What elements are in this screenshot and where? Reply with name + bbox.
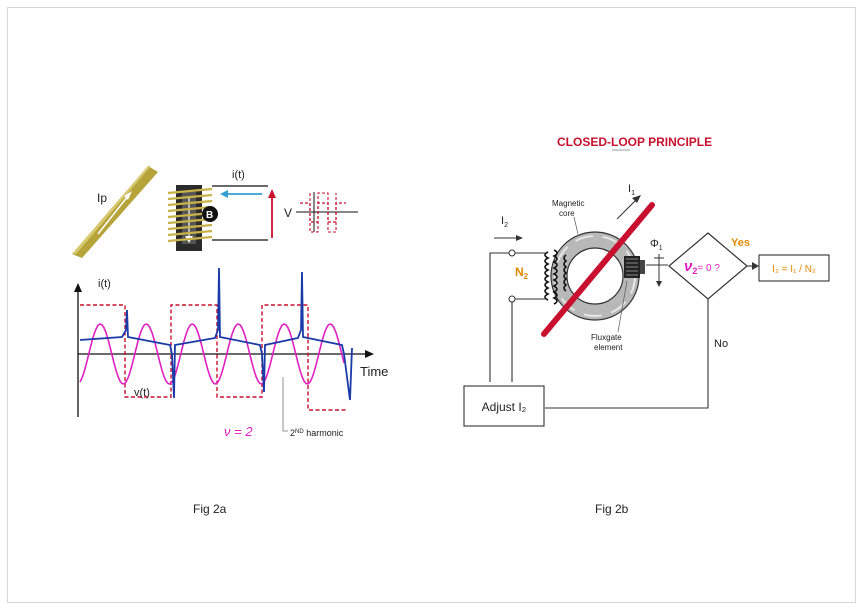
result-label: I₂ = I₁ / N₂ bbox=[772, 264, 816, 275]
voltage-arrow-head bbox=[268, 189, 276, 198]
fig2a-caption: Fig 2a bbox=[193, 502, 227, 516]
closed-loop-title: CLOSED-LOOP PRINCIPLE bbox=[557, 135, 712, 149]
current-arrow-line bbox=[97, 195, 129, 235]
terminal-top bbox=[508, 249, 516, 257]
it-top-label: i(t) bbox=[232, 169, 245, 181]
decision-text: ν2= 0 ? bbox=[684, 258, 720, 276]
secondary-winding bbox=[544, 249, 568, 305]
adjust-label: Adjust I₂ bbox=[482, 400, 527, 414]
harmonic-label: 2ND harmonic bbox=[290, 428, 344, 438]
fluxgate-label-1: Fluxgate bbox=[591, 333, 622, 342]
magnetic-core-label-1: Magnetic bbox=[552, 199, 584, 208]
harmonic-callout-line bbox=[282, 377, 288, 432]
figure-frame bbox=[7, 7, 856, 603]
magnetic-core-label-2: core bbox=[559, 209, 575, 218]
primary-conductor bbox=[72, 166, 158, 258]
fluxgate-core: B bbox=[167, 185, 218, 251]
fluxgate-label-2: element bbox=[594, 343, 623, 352]
coil-windings bbox=[167, 187, 213, 243]
second-harmonic-sine bbox=[79, 323, 345, 385]
ip-label: Ip bbox=[97, 191, 107, 205]
result-box bbox=[758, 254, 830, 282]
b-field-marker bbox=[202, 206, 218, 222]
it-axis-label: i(t) bbox=[98, 278, 111, 290]
fig2b: CLOSED-LOOP PRINCIPLE I2 Magnetic core bbox=[463, 135, 830, 516]
adjust-box bbox=[463, 385, 545, 427]
fig2b-caption: Fig 2b bbox=[595, 502, 629, 516]
primary-conductor-rod bbox=[541, 202, 655, 337]
terminal-bottom bbox=[508, 295, 516, 303]
decision-diamond bbox=[668, 232, 748, 300]
vt-label: v(t) bbox=[134, 387, 150, 399]
time-label: Time bbox=[360, 364, 388, 379]
fig2a: Ip B i(t) bbox=[72, 166, 388, 516]
waveform-plot: i(t) Time v(t) ν = 2 2ND harmonic bbox=[74, 267, 388, 439]
current-direction-arrow-head bbox=[220, 190, 228, 198]
i1-label: I1 bbox=[628, 183, 635, 197]
current-waveform bbox=[79, 267, 353, 401]
fluxgate-element bbox=[624, 256, 645, 278]
i2-label: I2 bbox=[501, 215, 508, 229]
phi-label: Φ1 bbox=[650, 238, 663, 252]
no-label: No bbox=[714, 338, 728, 350]
v-label: V bbox=[284, 206, 292, 220]
yes-label: Yes bbox=[731, 237, 750, 249]
voltage-square-wave bbox=[80, 304, 346, 411]
n2-label: N2 bbox=[515, 265, 529, 281]
b-label: B bbox=[206, 210, 213, 221]
nu-equation: ν = 2 bbox=[224, 424, 253, 439]
current-arrow-head bbox=[124, 191, 132, 200]
